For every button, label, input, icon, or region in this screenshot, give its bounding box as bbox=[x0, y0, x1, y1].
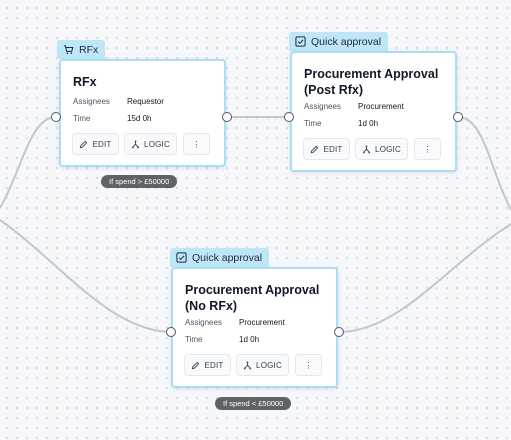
time-row: Time 1d 0h bbox=[304, 119, 378, 128]
assignees-row: Assignees Requestor bbox=[73, 97, 164, 106]
more-options-button[interactable]: ⋮ bbox=[183, 133, 210, 155]
node-tag-no-rfx: Quick approval bbox=[170, 248, 270, 267]
assignees-label: Assignees bbox=[185, 318, 222, 327]
more-options-button[interactable]: ⋮ bbox=[295, 354, 322, 376]
time-label: Time bbox=[73, 114, 91, 123]
more-vertical-icon: ⋮ bbox=[192, 139, 201, 149]
more-options-button[interactable]: ⋮ bbox=[414, 138, 441, 160]
pencil-icon bbox=[80, 140, 88, 148]
time-value: 1d 0h bbox=[358, 119, 379, 128]
more-vertical-icon: ⋮ bbox=[423, 144, 432, 154]
edge-left-to-no-rfx bbox=[0, 219, 173, 333]
node-title: Procurement Approval (No RFx) bbox=[185, 283, 320, 313]
assignees-row: Assignees Procurement bbox=[185, 318, 285, 327]
time-label: Time bbox=[185, 335, 203, 344]
condition-label-spend-lt: If spend < £50000 bbox=[215, 397, 292, 410]
logic-button[interactable]: LOGIC bbox=[236, 354, 289, 376]
logic-label: LOGIC bbox=[256, 360, 282, 370]
edge-no-rfx-to-right bbox=[338, 223, 511, 333]
edit-label: EDIT bbox=[92, 139, 112, 149]
pencil-icon bbox=[192, 361, 200, 369]
node-title: RFx bbox=[73, 75, 97, 89]
logic-label: LOGIC bbox=[375, 144, 401, 154]
pencil-icon bbox=[311, 145, 319, 153]
assignees-value: Procurement bbox=[239, 318, 285, 327]
branch-icon bbox=[131, 139, 140, 148]
edit-button[interactable]: EDIT bbox=[303, 138, 350, 160]
time-value: 15d 0h bbox=[127, 114, 152, 123]
time-label: Time bbox=[304, 119, 322, 128]
assignees-value: Procurement bbox=[358, 102, 404, 111]
node-title: Procurement Approval (Post Rfx) bbox=[304, 67, 439, 97]
edit-label: EDIT bbox=[323, 144, 343, 154]
node-card-rfx[interactable]: RFx Assignees Requestor Time 15d 0h EDIT… bbox=[59, 59, 226, 167]
node-tag-post-rfx: Quick approval bbox=[289, 32, 389, 51]
node-card-no-rfx[interactable]: Procurement Approval (No RFx) Assignees … bbox=[171, 267, 338, 388]
edit-button[interactable]: EDIT bbox=[184, 354, 231, 376]
logic-label: LOGIC bbox=[144, 139, 170, 149]
edit-button[interactable]: EDIT bbox=[72, 133, 119, 155]
input-port-post-rfx[interactable] bbox=[284, 112, 294, 122]
branch-icon bbox=[243, 360, 252, 369]
node-tag-label: Quick approval bbox=[192, 251, 263, 264]
node-card-post-rfx[interactable]: Procurement Approval (Post Rfx) Assignee… bbox=[290, 51, 457, 172]
branch-icon bbox=[362, 144, 371, 153]
condition-label-spend-gt: If spend > £50000 bbox=[101, 175, 178, 188]
time-row: Time 15d 0h bbox=[73, 114, 151, 123]
checkbox-icon bbox=[295, 36, 306, 47]
logic-button[interactable]: LOGIC bbox=[124, 133, 177, 155]
time-value: 1d 0h bbox=[239, 335, 260, 344]
input-port-rfx[interactable] bbox=[51, 112, 61, 122]
more-vertical-icon: ⋮ bbox=[304, 360, 313, 370]
checkbox-icon bbox=[176, 252, 187, 263]
edge-left-to-rfx bbox=[0, 116, 57, 209]
node-tag-label: Quick approval bbox=[311, 35, 382, 48]
assignees-row: Assignees Procurement bbox=[304, 102, 404, 111]
node-tag-rfx: RFx bbox=[57, 40, 106, 59]
cart-icon bbox=[63, 45, 74, 54]
assignees-label: Assignees bbox=[73, 97, 110, 106]
output-port-rfx[interactable] bbox=[222, 112, 232, 122]
logic-button[interactable]: LOGIC bbox=[355, 138, 408, 160]
node-tag-label: RFx bbox=[79, 43, 99, 56]
time-row: Time 1d 0h bbox=[185, 335, 259, 344]
assignees-value: Requestor bbox=[127, 97, 164, 106]
output-port-no-rfx[interactable] bbox=[334, 327, 344, 337]
edge-post-rfx-to-right bbox=[457, 116, 511, 211]
output-port-post-rfx[interactable] bbox=[453, 112, 463, 122]
edit-label: EDIT bbox=[204, 360, 224, 370]
input-port-no-rfx[interactable] bbox=[166, 327, 176, 337]
assignees-label: Assignees bbox=[304, 102, 341, 111]
